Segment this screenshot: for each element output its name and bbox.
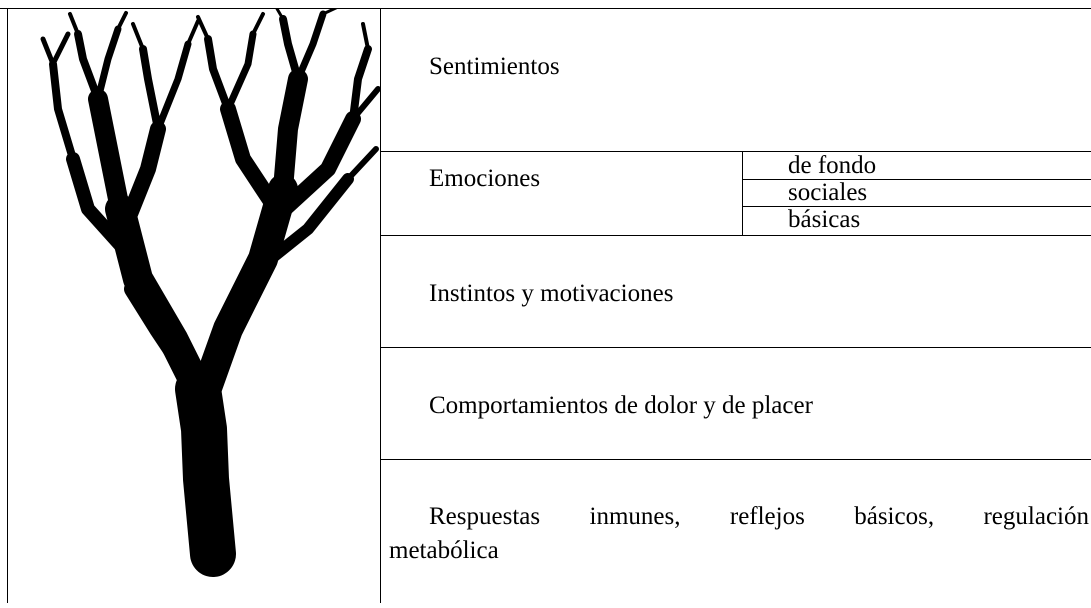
label-respuestas-line1: Respuestas inmunes, reflejos básicos, re… [429, 503, 1089, 530]
label-emocion-de-fondo: de fondo [788, 152, 877, 179]
label-emocion-basicas: básicas [788, 206, 861, 233]
frame-top-border [0, 8, 1091, 9]
label-comportamientos: Comportamientos de dolor y de placer [429, 392, 813, 419]
column-divider [380, 8, 381, 603]
sub-line-1 [743, 179, 1091, 180]
emociones-sub-divider [742, 152, 743, 236]
row-instintos: Instintos y motivaciones [381, 236, 1091, 348]
tree-icon [8, 5, 381, 603]
row-comportamientos: Comportamientos de dolor y de placer [381, 348, 1091, 460]
row-emociones: Emociones [381, 152, 1091, 236]
label-instintos: Instintos y motivaciones [429, 280, 674, 307]
sub-line-2 [743, 206, 1091, 207]
label-respuestas-line2: metabólica [389, 537, 499, 564]
label-emociones: Emociones [429, 165, 541, 192]
row-respuestas: Respuestas inmunes, reflejos básicos, re… [381, 460, 1091, 603]
label-sentimientos: Sentimientos [429, 53, 560, 80]
frame-left-border [7, 8, 8, 603]
label-emocion-sociales: sociales [788, 179, 868, 206]
row-sentimientos: Sentimientos [381, 9, 1091, 152]
